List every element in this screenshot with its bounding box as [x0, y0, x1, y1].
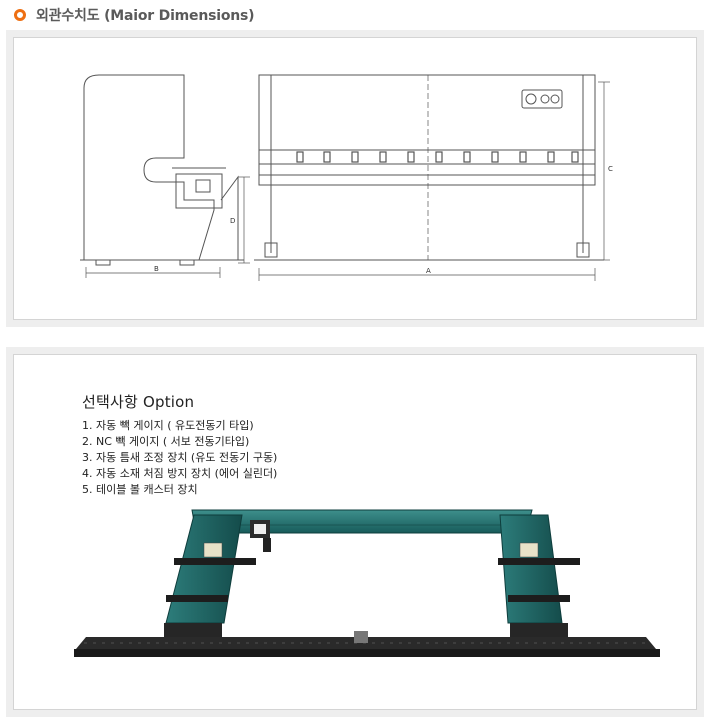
option-item-3: 3. 자동 틈새 조정 장치 (유도 전동기 구동) — [82, 451, 278, 464]
back-gauge-photo — [74, 509, 660, 657]
circle-bullet-icon — [14, 9, 26, 21]
dimensions-drawing: B D A C — [80, 74, 613, 281]
dim-label-d: D — [230, 217, 235, 225]
dim-label-c: C — [608, 165, 613, 173]
dim-label-b: B — [154, 265, 159, 273]
dimensions-panel: B D A C — [6, 30, 704, 327]
dimensions-drawing-area: B D A C — [13, 37, 697, 320]
option-panel: 선택사항 Option 1. 자동 빽 게이지 ( 유도전동기 타입) 2. N… — [6, 347, 704, 717]
option-content-area: 선택사항 Option 1. 자동 빽 게이지 ( 유도전동기 타입) 2. N… — [13, 354, 697, 710]
front-view-drawing — [254, 74, 610, 281]
dim-label-a: A — [426, 267, 431, 275]
option-item-2: 2. NC 빽 게이지 ( 서보 전동기타입) — [82, 435, 250, 448]
section-title: 외관수치도 (Maior Dimensions) — [36, 8, 255, 24]
option-item-5: 5. 테이블 볼 캐스터 장치 — [82, 483, 198, 496]
section-heading: 외관수치도 (Maior Dimensions) — [14, 4, 255, 26]
option-list: 1. 자동 빽 게이지 ( 유도전동기 타입) 2. NC 빽 게이지 ( 서보… — [82, 418, 277, 498]
option-item-4: 4. 자동 소재 처짐 방지 장치 (에어 실린더) — [82, 467, 278, 480]
option-item-1: 1. 자동 빽 게이지 ( 유도전동기 타입) — [82, 419, 254, 432]
side-view-drawing — [80, 74, 250, 278]
option-title: 선택사항 Option — [82, 393, 195, 411]
